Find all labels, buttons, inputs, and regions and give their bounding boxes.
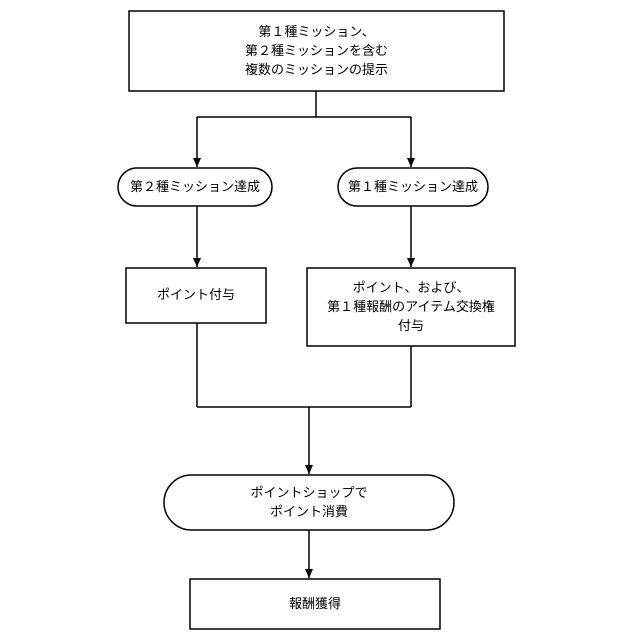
present-missions-label: 第１種ミッション、 第２種ミッションを含む 複数のミッションの提示 <box>129 11 504 91</box>
label-line: 複数のミッションの提示 <box>245 61 388 80</box>
label-line: ポイント、および、 <box>353 279 470 298</box>
type2-achieved-label: 第２種ミッション達成 <box>118 168 272 206</box>
spend-points-label: ポイントショップで ポイント消費 <box>164 475 454 530</box>
points-granted-label: ポイント付与 <box>126 268 266 323</box>
label-line: 第２種ミッションを含む <box>245 42 388 61</box>
label-line: 第１種ミッション、 <box>258 23 374 42</box>
label-line: 第１種報酬のアイテム交換権 <box>327 298 495 317</box>
label-line: 報酬獲得 <box>289 595 341 614</box>
label-line: 付与 <box>398 317 424 336</box>
label-line: 第２種ミッション達成 <box>130 178 260 197</box>
label-line: ポイント消費 <box>270 503 348 522</box>
type1-achieved-label: 第１種ミッション達成 <box>338 168 488 206</box>
reward-obtained-label: 報酬獲得 <box>190 579 440 629</box>
points-and-ticket-granted-label: ポイント、および、 第１種報酬のアイテム交換権 付与 <box>307 268 515 346</box>
label-line: 第１種ミッション達成 <box>348 178 478 197</box>
label-line: ポイント付与 <box>157 286 235 305</box>
label-line: ポイントショップで <box>250 484 367 503</box>
